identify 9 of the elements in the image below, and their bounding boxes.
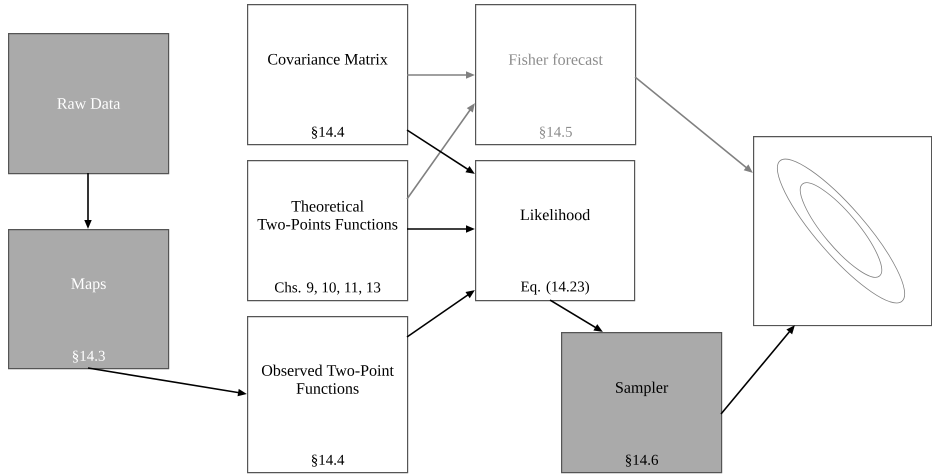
process-box: Theoretical Two-Points Functions Chs. 9, 10, 11, 13 <box>247 160 408 302</box>
process-box: Likelihood Eq. (14.23) <box>475 160 636 302</box>
process-box: Raw Data <box>8 33 170 174</box>
process-box: Maps §14.3 <box>8 229 170 370</box>
process-box: Covariance Matrix §14.4 <box>247 4 408 146</box>
process-box: Fisher forecast §14.5 <box>475 4 636 146</box>
contour-plot-drawing <box>753 136 932 326</box>
process-box: Observed Two-Point Functions §14.4 <box>247 316 408 474</box>
process-box: Sampler §14.6 <box>561 332 722 474</box>
